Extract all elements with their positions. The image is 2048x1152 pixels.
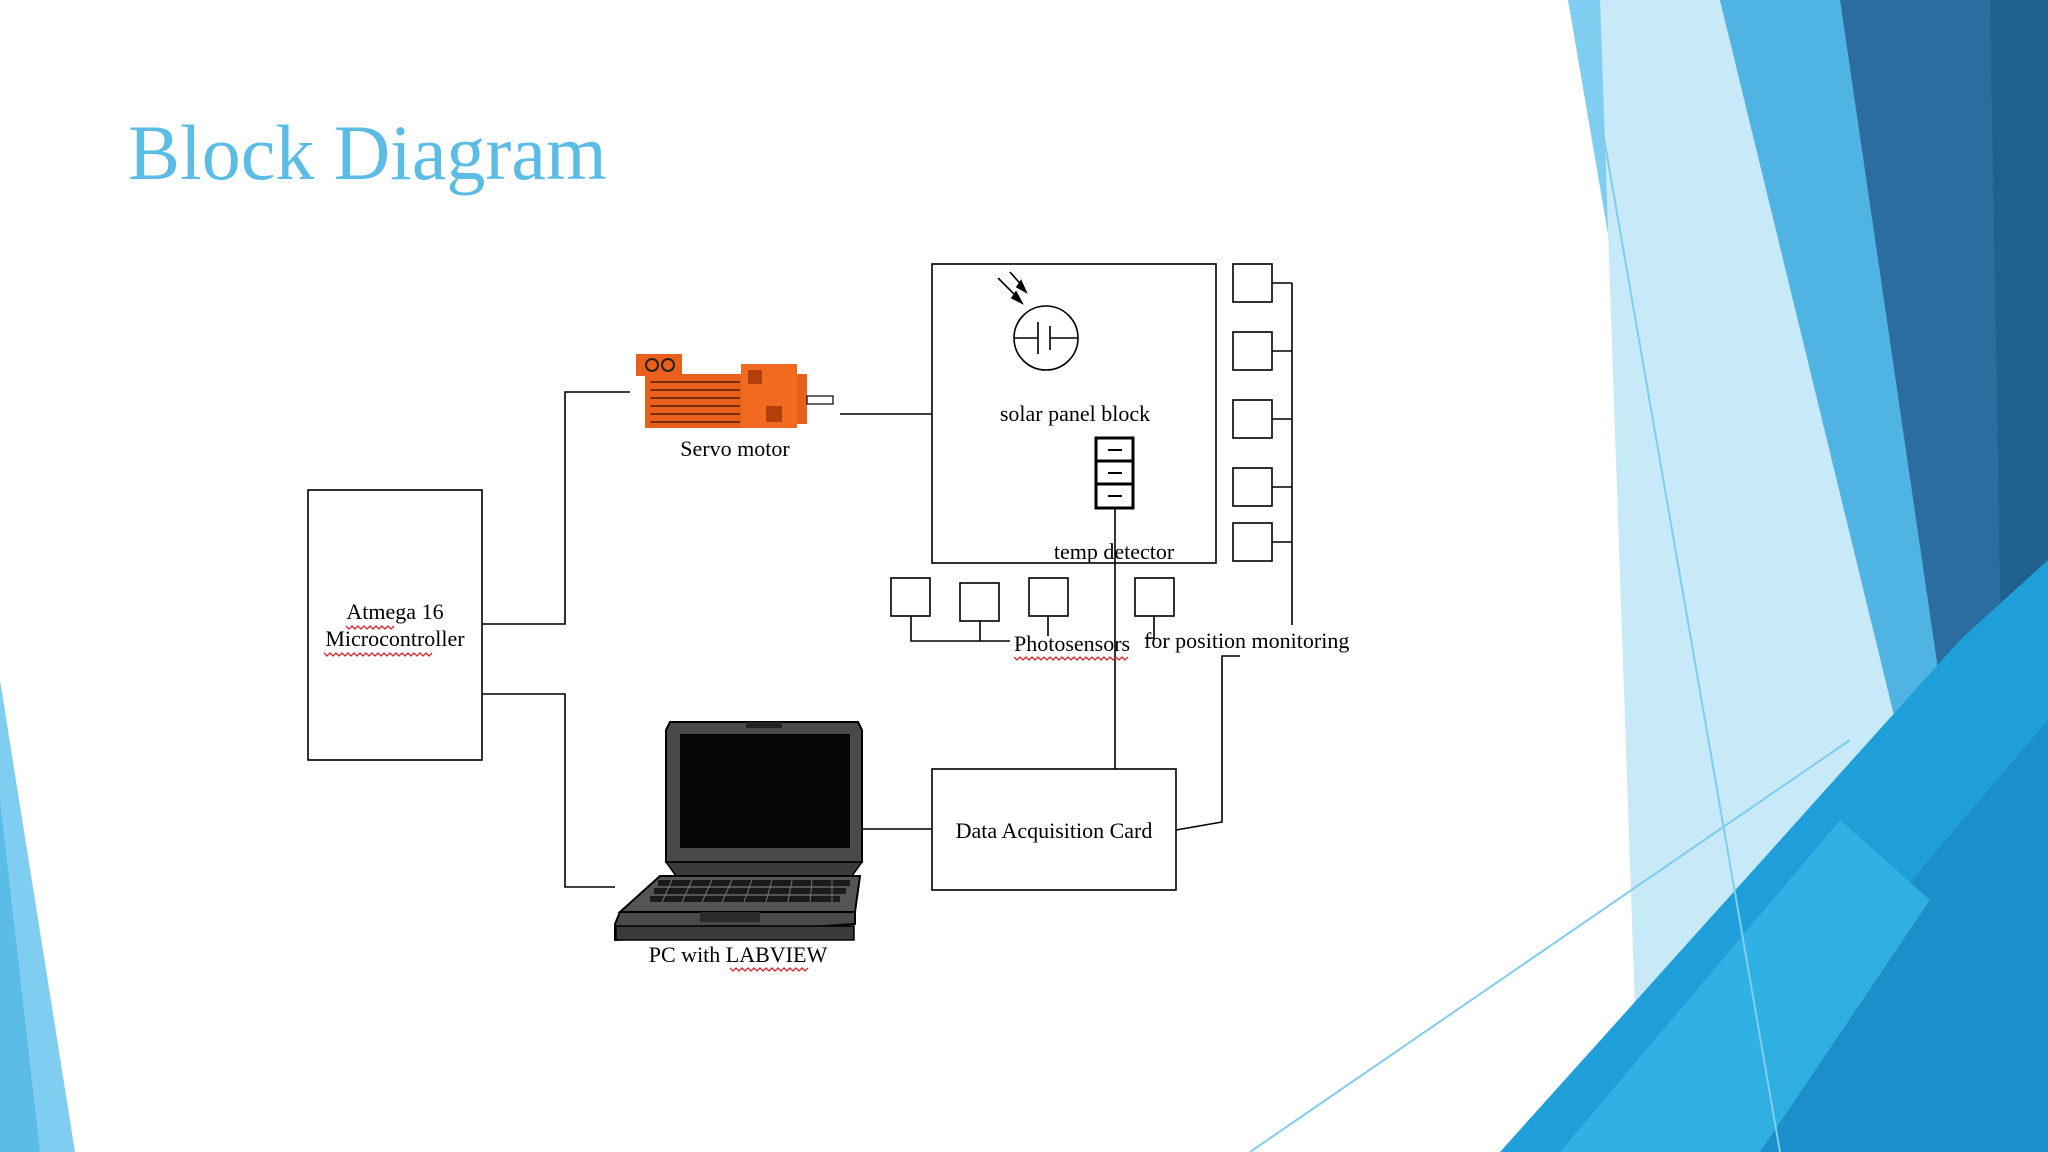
wire-micro-pc bbox=[482, 693, 615, 888]
microcontroller-label-line1: Atmega 16 bbox=[346, 599, 443, 624]
wire-micro-servo bbox=[482, 391, 630, 625]
photosensor-right-2 bbox=[1232, 331, 1273, 371]
facet-left-inner bbox=[0, 800, 40, 1152]
data-acquisition-card-label: Data Acquisition Card bbox=[956, 818, 1153, 843]
photosensor-right-4 bbox=[1232, 467, 1273, 507]
photosensors-label: Photosensors bbox=[1014, 631, 1130, 656]
laptop-icon bbox=[614, 721, 864, 942]
temp-sensor-icon bbox=[1094, 436, 1135, 510]
spellcheck-underline-microcontroller bbox=[323, 652, 433, 657]
wire-bottom-sensors-4 bbox=[1145, 616, 1155, 639]
photosensor-bottom-1 bbox=[890, 577, 931, 617]
facet-thin-line-2 bbox=[1579, 0, 1781, 1152]
microcontroller-block bbox=[307, 489, 483, 761]
position-monitoring-label: for position monitoring bbox=[1144, 628, 1349, 653]
spellcheck-underline-labview bbox=[729, 967, 809, 972]
photosensor-right-1 bbox=[1232, 263, 1273, 303]
spellcheck-underline-photosensors bbox=[1013, 656, 1129, 661]
slide-title: Block Diagram bbox=[128, 109, 607, 196]
spellcheck-underline-atmega bbox=[345, 625, 395, 630]
solar-panel-block-label: solar panel block bbox=[1000, 401, 1150, 426]
solar-panel-block bbox=[931, 263, 1217, 564]
servo-motor-icon bbox=[636, 354, 834, 428]
solar-cell-icon bbox=[997, 271, 1079, 371]
photosensor-right-3 bbox=[1232, 399, 1273, 439]
photosensor-bottom-2 bbox=[959, 582, 1000, 622]
servo-motor-label: Servo motor bbox=[680, 436, 790, 461]
wire-bottom-sensors-1 bbox=[910, 616, 1010, 642]
photosensor-bottom-4 bbox=[1134, 577, 1175, 617]
facet-bottom-glow bbox=[1560, 820, 1930, 1152]
microcontroller-label-line2: Microcontroller bbox=[325, 626, 465, 651]
temp-detector-label: temp detector bbox=[1054, 539, 1175, 564]
photosensor-bottom-3 bbox=[1028, 577, 1069, 617]
photosensor-right-5 bbox=[1232, 522, 1273, 562]
pc-label: PC with LABVIEW bbox=[649, 942, 828, 967]
facet-thin-line-1 bbox=[1249, 739, 1851, 1152]
wire-monitoring-daq bbox=[1175, 655, 1240, 831]
